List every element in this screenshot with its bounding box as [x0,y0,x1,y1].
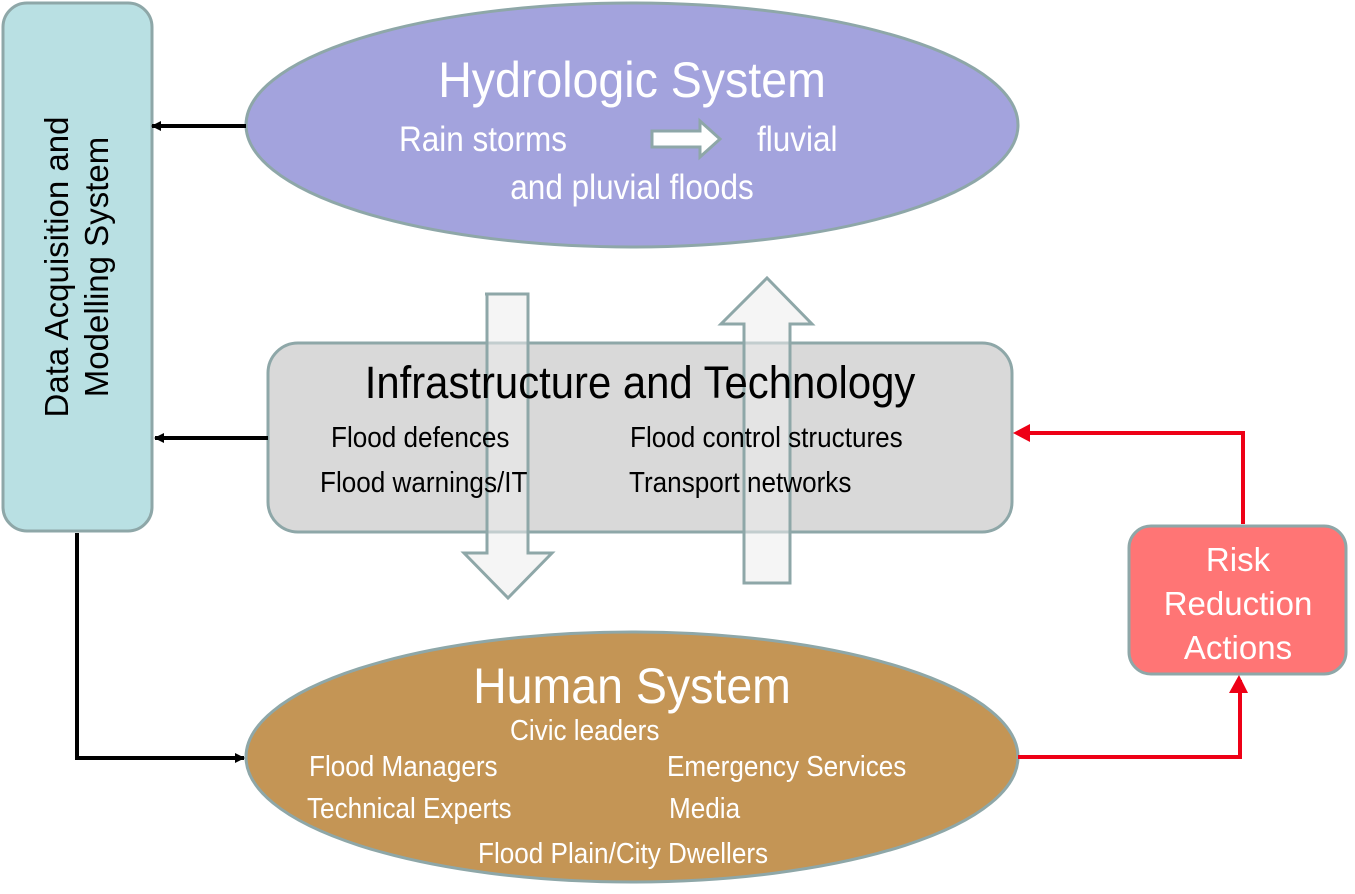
connector-data-to-human [75,533,245,763]
hydrologic-title: Hydrologic System [438,52,826,108]
infrastructure-item-flood-control: Flood control structures [630,422,903,454]
risk-line2: Reduction [1163,585,1313,622]
hydrologic-fluvial: fluvial [757,120,838,159]
risk-reduction-box [1127,524,1348,676]
infrastructure-item-flood-defences: Flood defences [331,422,510,454]
risk-line3: Actions [1183,629,1293,666]
red-arrowhead-left-icon [1013,424,1030,442]
connector-risk-to-infrastructure [1025,431,1245,524]
risk-reduction-label: Risk Reduction Actions [1164,538,1313,670]
connector-human-to-risk [1018,680,1242,759]
human-item-flood-managers: Flood Managers [309,751,498,783]
down-flow-arrow [460,292,556,601]
data-acquisition-label: Data Acquisition and Modelling System [37,117,117,418]
data-acquisition-box [1,1,154,533]
right-block-arrow-icon [650,117,723,161]
human-item-emergency-services: Emergency Services [667,751,907,783]
infrastructure-item-transport: Transport networks [629,467,852,499]
human-item-technical-experts: Technical Experts [307,793,512,825]
human-item-media: Media [669,793,741,825]
human-title: Human System [473,658,791,714]
hydrologic-system-ellipse [244,1,1020,249]
hydrologic-rain-storms: Rain storms [399,120,568,159]
data-acquisition-line2: Modelling System [78,136,115,398]
hydrologic-pluvial-floods: and pluvial floods [510,168,754,207]
data-acquisition-line1: Data Acquisition and [38,116,75,418]
red-arrowhead-up-icon [1229,675,1248,693]
human-item-dwellers: Flood Plain/City Dwellers [478,838,769,870]
human-item-civic-leaders: Civic leaders [510,715,660,747]
infrastructure-title: Infrastructure and Technology [364,357,916,408]
up-flow-arrow [717,275,816,585]
risk-line1: Risk [1205,541,1271,578]
infrastructure-item-flood-warnings: Flood warnings/IT [320,467,528,499]
